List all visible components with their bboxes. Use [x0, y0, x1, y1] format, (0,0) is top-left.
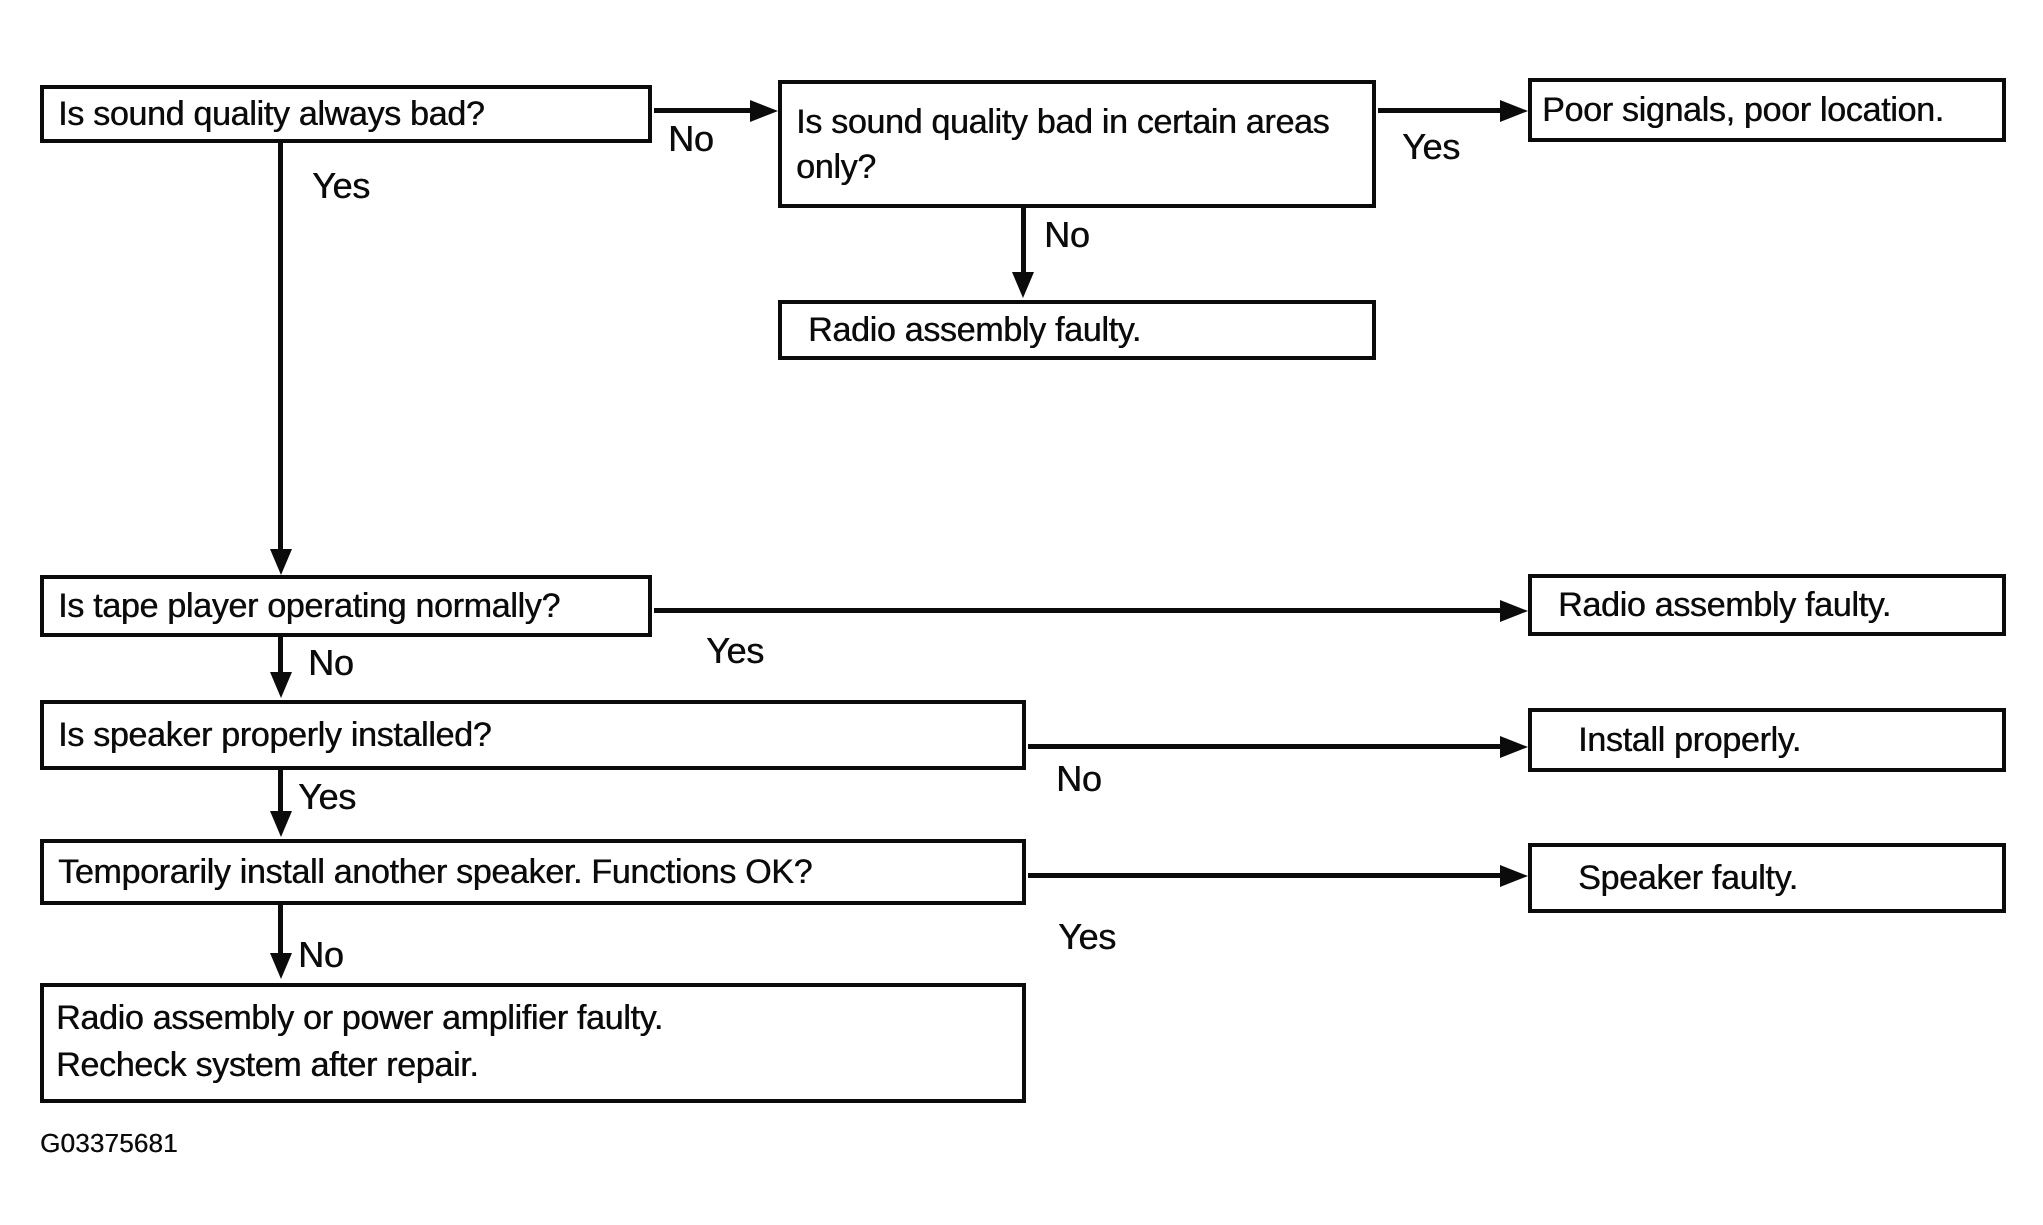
node-result-poor-signals: Poor signals, poor location. — [1528, 78, 2006, 142]
node-text: Speaker faulty. — [1578, 858, 1798, 897]
arrowhead-down-icon — [270, 811, 292, 837]
arrowhead-right-icon — [1500, 600, 1528, 622]
arrowhead-down-icon — [270, 672, 292, 698]
node-text: Is sound quality bad in certain areas on… — [796, 103, 1330, 186]
node-text: Is sound quality always bad? — [58, 94, 485, 133]
edge-label-no-b-down: No — [1044, 214, 1090, 255]
node-text: Radio assembly faulty. — [1558, 585, 1891, 624]
arrowhead-right-icon — [1500, 100, 1528, 122]
node-result-install-properly: Install properly. — [1528, 708, 2006, 772]
edge-label-yes-b-to-c: Yes — [1402, 126, 1460, 167]
node-q-speaker-installed: Is speaker properly installed? — [40, 700, 1026, 770]
connector-g-down — [278, 770, 283, 812]
arrowhead-down-icon — [1012, 272, 1034, 298]
node-text: Install properly. — [1578, 720, 1801, 759]
node-q-another-speaker: Temporarily install another speaker. Fun… — [40, 839, 1026, 905]
connector-i-down — [278, 905, 283, 955]
node-text-line2: Recheck system after repair. — [56, 1046, 479, 1084]
connector-d-to-f — [654, 608, 1502, 613]
node-text: Temporarily install another speaker. Fun… — [58, 852, 813, 891]
edge-label-no-i-down: No — [298, 934, 344, 975]
node-text: Is tape player operating normally? — [58, 586, 560, 625]
arrowhead-right-icon — [1500, 865, 1528, 887]
edge-label-no-g-to-h: No — [1056, 758, 1102, 799]
arrowhead-down-icon — [270, 953, 292, 979]
node-result-radio-faulty-top: Radio assembly faulty. — [778, 300, 1376, 360]
connector-a-down — [278, 143, 283, 551]
node-result-speaker-faulty: Speaker faulty. — [1528, 843, 2006, 913]
connector-d-down — [278, 637, 283, 673]
connector-g-to-h — [1028, 744, 1502, 749]
node-q-bad-certain-areas: Is sound quality bad in certain areas on… — [778, 80, 1376, 208]
node-q-sound-always-bad: Is sound quality always bad? — [40, 85, 652, 143]
edge-label-no-d-down: No — [308, 642, 354, 683]
node-text: Radio assembly faulty. — [808, 310, 1141, 349]
connector-i-to-j — [1028, 873, 1502, 878]
arrowhead-down-icon — [270, 549, 292, 575]
figure-id: G03375681 — [40, 1128, 178, 1158]
node-result-radio-or-amp: Radio assembly or power amplifier faulty… — [40, 983, 1026, 1103]
node-q-tape-player: Is tape player operating normally? — [40, 575, 652, 637]
edge-label-yes-i-to-j: Yes — [1058, 916, 1116, 957]
edge-label-yes-a-down: Yes — [312, 165, 370, 206]
connector-a-to-b — [654, 108, 752, 113]
node-text: Poor signals, poor location. — [1542, 90, 1944, 129]
edge-label-no-a-to-b: No — [668, 118, 714, 159]
connector-b-to-c — [1378, 108, 1502, 113]
arrowhead-right-icon — [750, 100, 778, 122]
node-text: Is speaker properly installed? — [58, 715, 492, 754]
edge-label-yes-g-down: Yes — [298, 776, 356, 817]
node-text-line1: Radio assembly or power amplifier faulty… — [56, 999, 663, 1037]
connector-b-down — [1021, 208, 1026, 272]
edge-label-yes-d-to-f: Yes — [706, 630, 764, 671]
node-result-radio-faulty-mid: Radio assembly faulty. — [1528, 574, 2006, 636]
arrowhead-right-icon — [1500, 736, 1528, 758]
